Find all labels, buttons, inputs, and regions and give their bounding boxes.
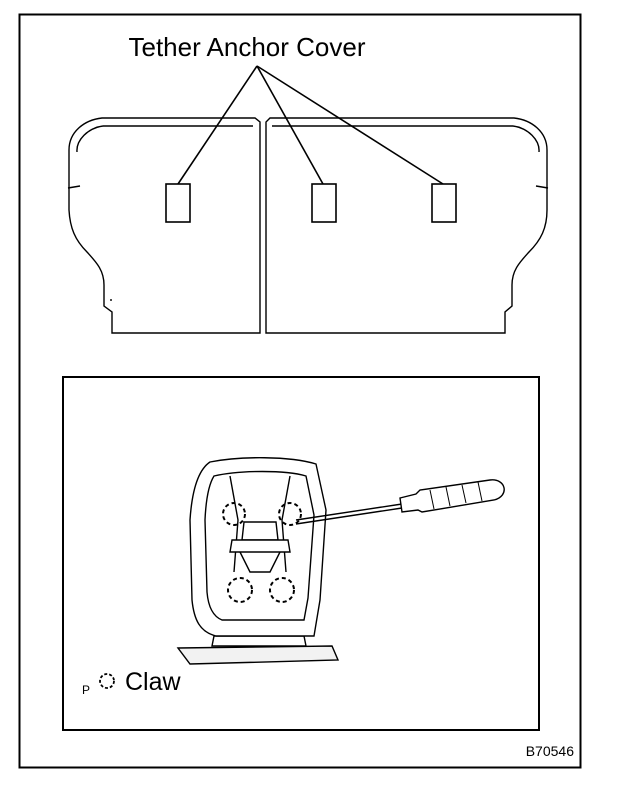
anchor-cover-part <box>176 457 340 665</box>
legend-symbol-letter: P <box>82 683 90 697</box>
detail-inset-frame <box>62 376 540 731</box>
tether-anchor-cover-right <box>431 183 457 223</box>
outer-frame <box>18 13 582 769</box>
claw-marker-bottom-right <box>269 577 295 603</box>
claw-marker-bottom-left <box>227 577 253 603</box>
seat-back-left-section <box>67 117 261 334</box>
tether-anchor-cover-center <box>311 183 337 223</box>
tether-anchor-cover-left <box>165 183 191 223</box>
callout-leader-lines <box>177 65 444 185</box>
legend-claw-symbol <box>99 673 115 689</box>
figure-code: B70546 <box>526 743 574 759</box>
center-tab <box>241 521 279 541</box>
cover-flange <box>176 645 340 665</box>
callout-label: Tether Anchor Cover <box>128 32 365 62</box>
claw-marker-top-left <box>222 502 246 526</box>
screwdriver-shaft <box>295 503 403 521</box>
legend-claw-label: Claw <box>125 668 182 696</box>
seat-back-right-section <box>265 117 549 334</box>
screwdriver-handle <box>399 479 505 513</box>
claw-marker-top-right <box>278 502 302 526</box>
screwdriver <box>295 479 505 525</box>
